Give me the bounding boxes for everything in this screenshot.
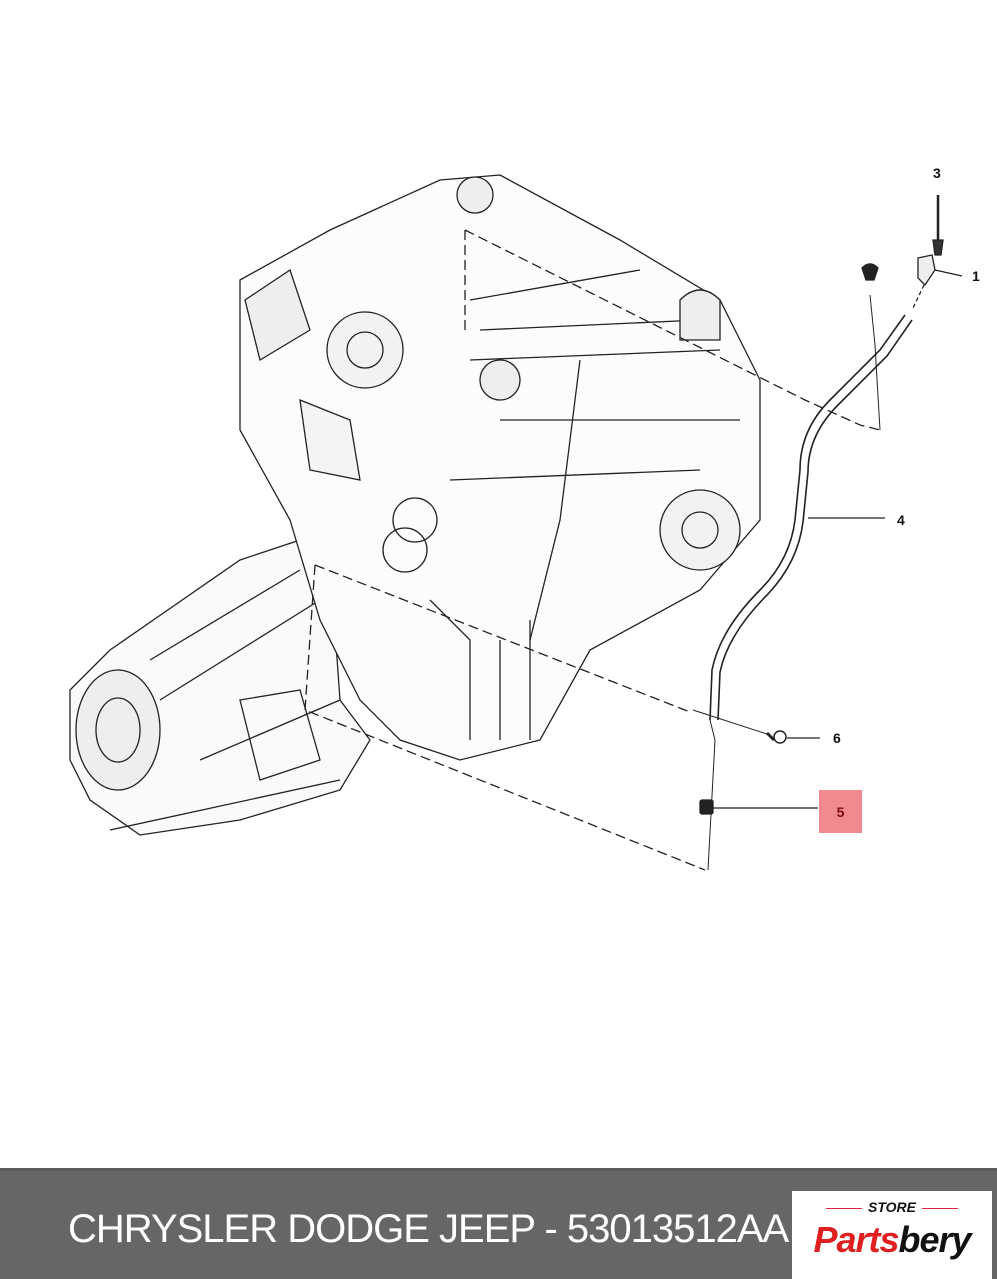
callout-5-highlighted[interactable]: 5 [819, 790, 862, 833]
callout-3[interactable]: 3 [933, 165, 941, 181]
engine-block [239, 174, 761, 761]
callout-6[interactable]: 6 [833, 730, 841, 746]
transmission [69, 539, 371, 836]
leader-lines [713, 269, 963, 809]
footer-bar: CHRYSLER DODGE JEEP - 53013512AA STORE P… [0, 1168, 997, 1279]
callout-1[interactable]: 1 [972, 268, 980, 284]
logo-brand-part2: bery [898, 1219, 972, 1260]
logo-brand-part1: Parts [813, 1219, 899, 1260]
partsbery-logo: STORE Partsbery [792, 1191, 992, 1279]
logo-brand: Partsbery [792, 1219, 992, 1261]
dipstick-handle [911, 195, 944, 311]
part-title: CHRYSLER DODGE JEEP - 53013512AA [68, 1207, 789, 1251]
reference-lines [304, 229, 881, 871]
bolt [692, 709, 787, 744]
o-ring-seal [699, 799, 714, 815]
parts-diagram: 3 1 4 6 5 [69, 165, 980, 871]
logo-store-text: STORE [792, 1199, 992, 1215]
dipstick-tube [707, 294, 913, 871]
engine-illustration [69, 174, 963, 871]
callout-4[interactable]: 4 [897, 512, 905, 528]
clip-icon [861, 263, 879, 281]
